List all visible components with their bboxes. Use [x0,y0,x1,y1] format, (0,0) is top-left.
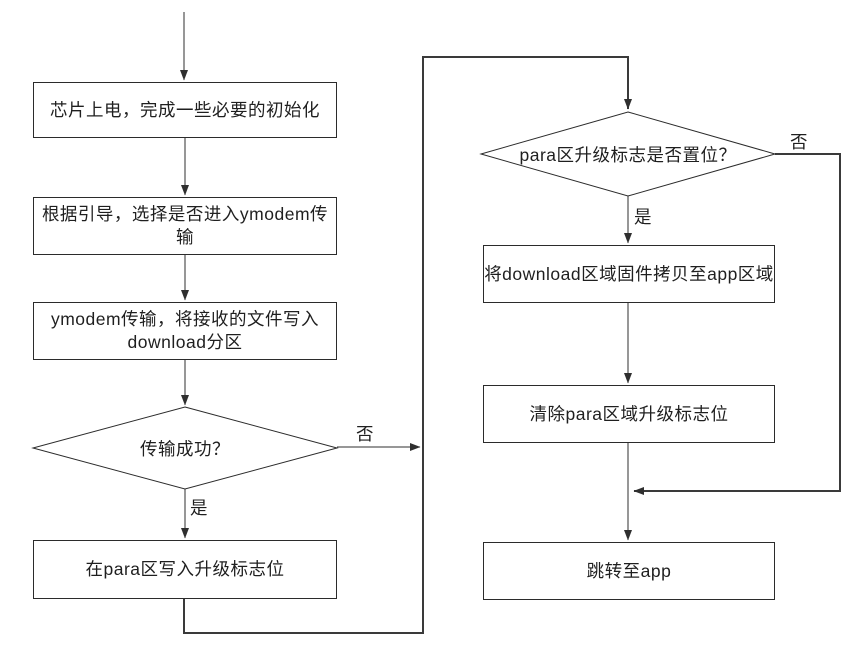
edge-label-transfer-no: 否 [356,424,374,444]
node-ymodem-transfer-write-download: ymodem传输，将接收的文件写入 download分区 [33,302,337,360]
decision-transfer-ok-label: 传输成功？ [140,438,230,459]
node-copy-download-to-app: 将download区域固件拷贝至app区域 [483,245,775,303]
edge-flagset-no-to-jump [633,153,841,495]
node-write-upgrade-flag-para: 在para区写入升级标志位 [33,540,337,599]
node-clear-upgrade-flag: 清除para区域升级标志位 [483,385,775,443]
node-chip-power-init: 芯片上电，完成一些必要的初始化 [33,82,337,138]
node-jump-to-app: 跳转至app [483,542,775,600]
edge-label-transfer-yes: 是 [190,498,208,518]
decision-transfer-ok-diamond [31,406,339,490]
decision-flag-set-diamond [479,111,777,197]
edge-label-flagset-no: 否 [790,132,808,152]
decision-flag-set-label: para区升级标志是否置位？ [519,144,737,165]
edge-loop-back-to-flagset [183,56,632,634]
edge-label-flagset-yes: 是 [634,207,652,227]
node-boot-select-ymodem: 根据引导，选择是否进入ymodem传输 [33,197,337,255]
